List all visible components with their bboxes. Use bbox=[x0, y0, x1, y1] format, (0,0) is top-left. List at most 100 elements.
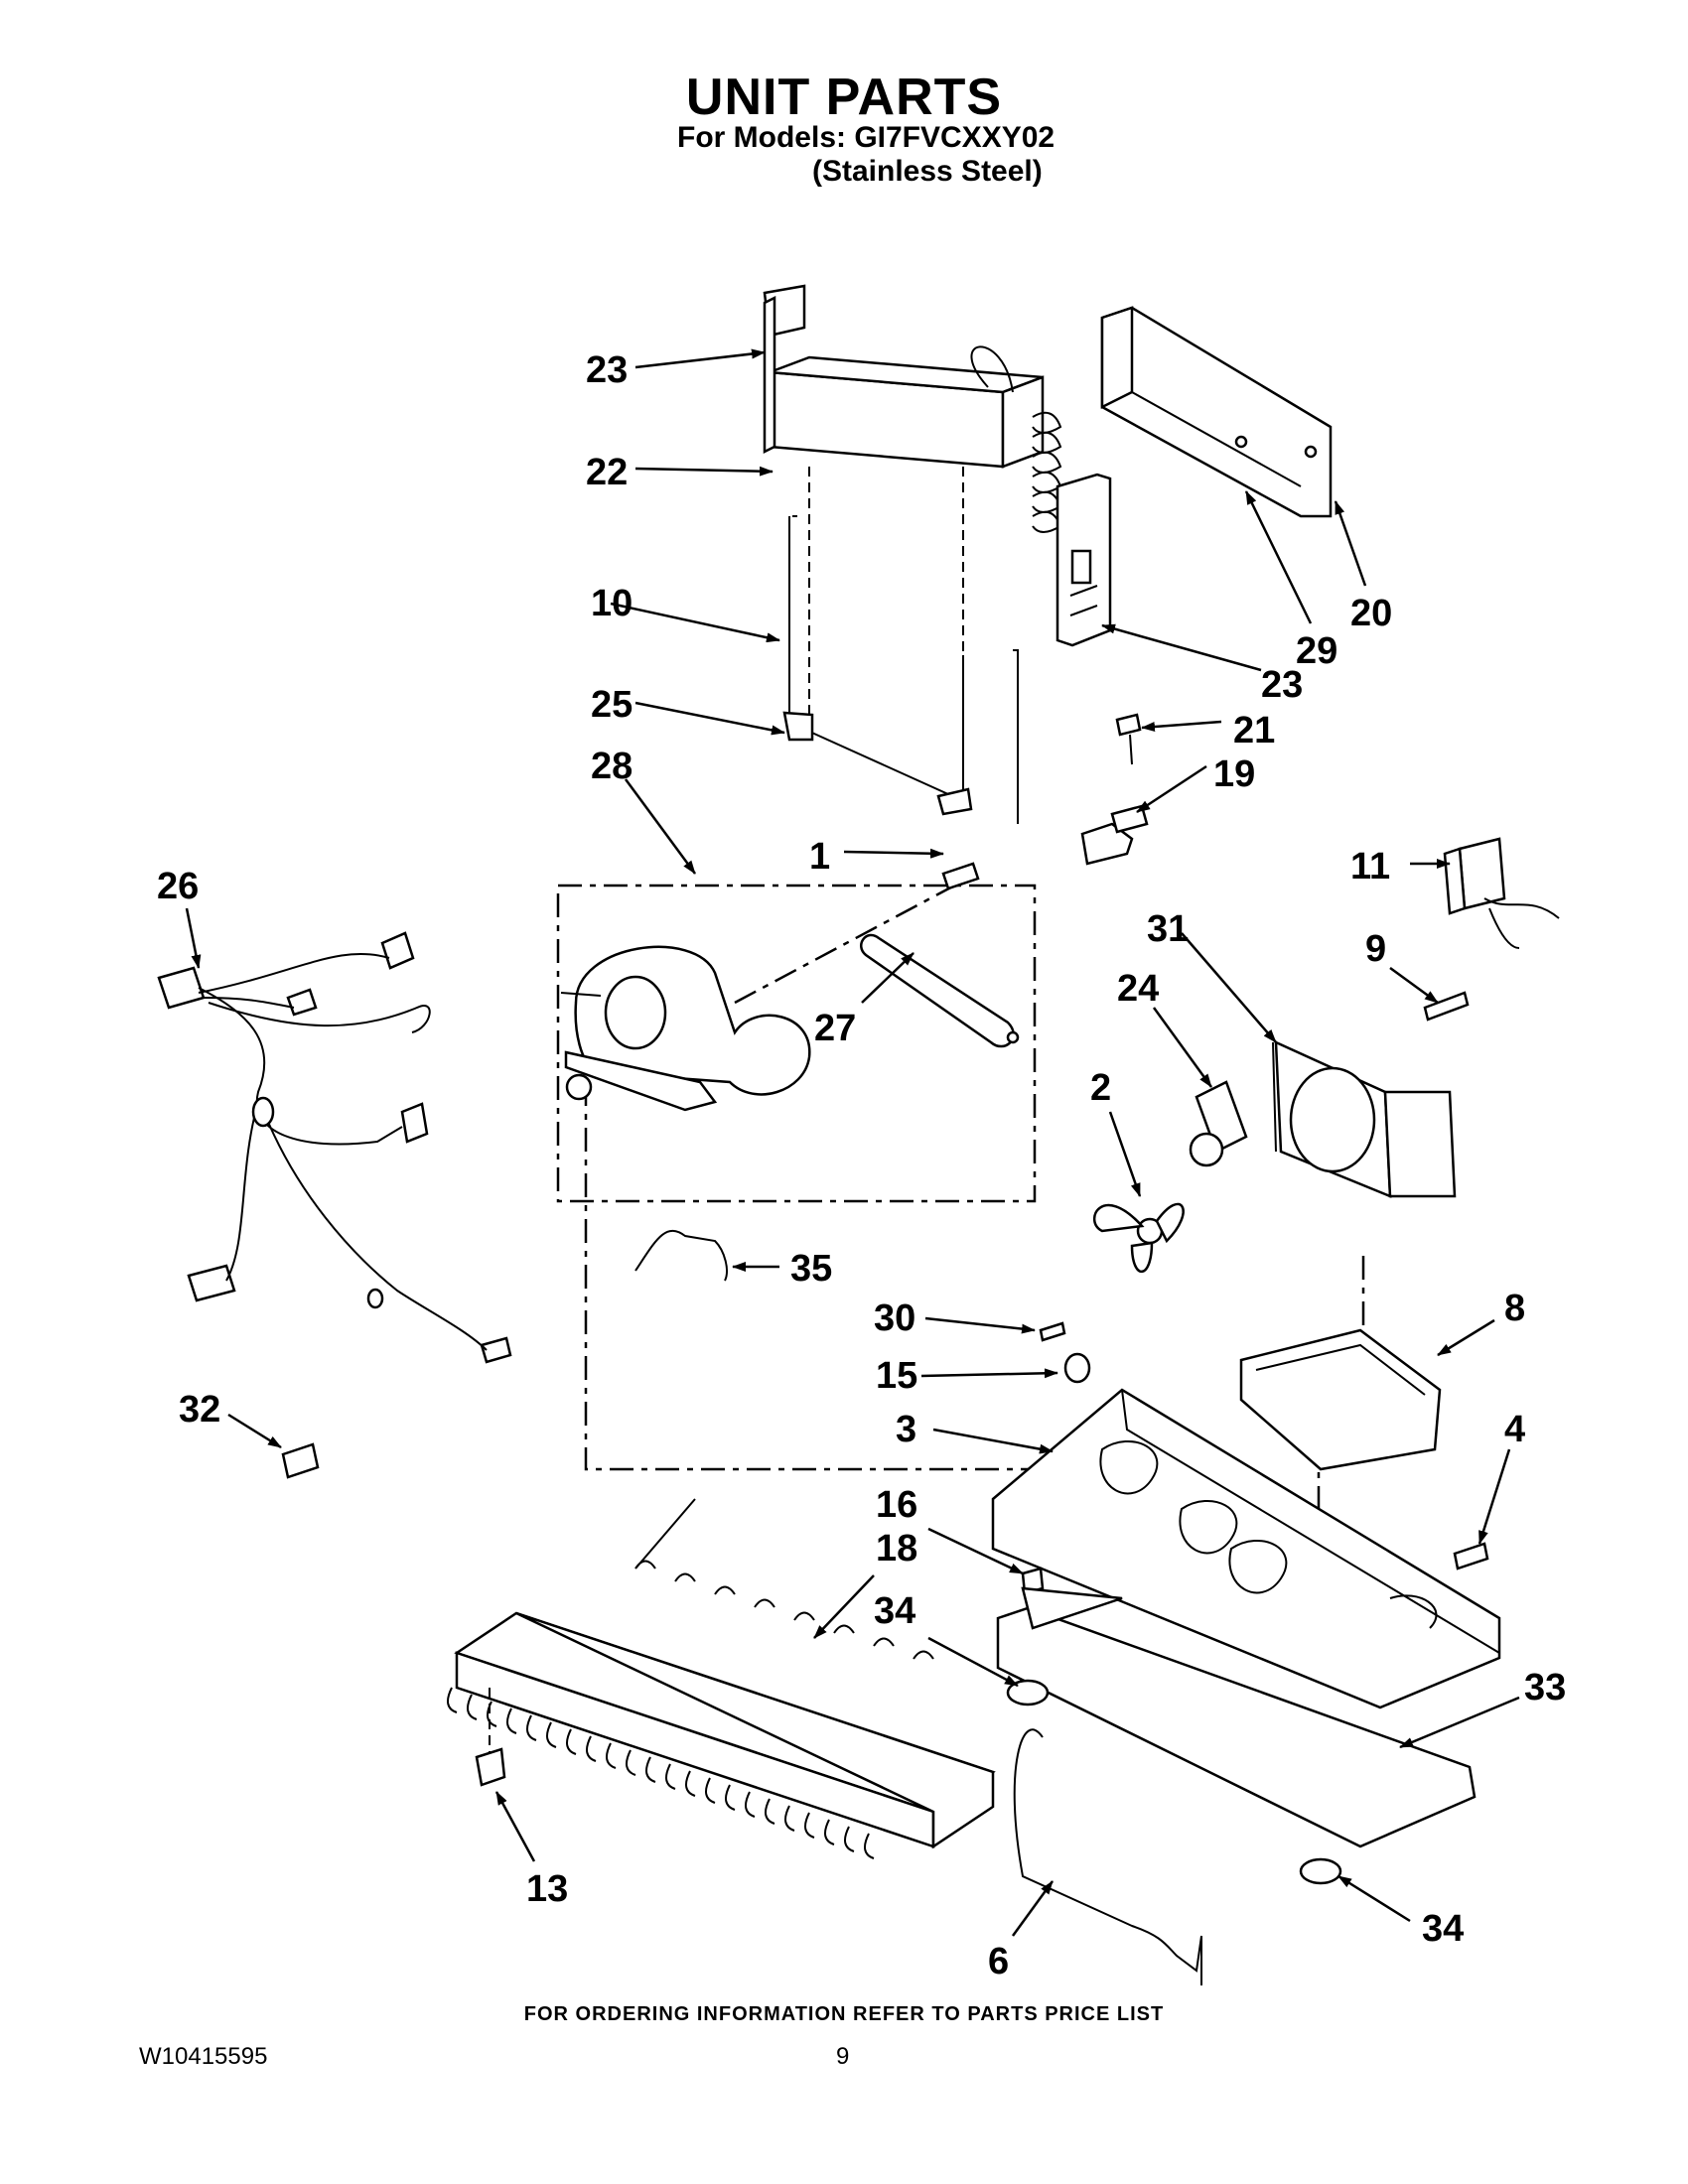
callout-15: 15 bbox=[876, 1355, 917, 1397]
compressor bbox=[560, 945, 811, 1112]
plug-32 bbox=[281, 1442, 320, 1479]
coil-clip bbox=[475, 1747, 506, 1787]
callout-32: 32 bbox=[179, 1389, 220, 1431]
callout-2: 2 bbox=[1090, 1067, 1111, 1109]
leader-15 bbox=[920, 1368, 1058, 1379]
leader-28 bbox=[624, 778, 697, 875]
wiring-harness bbox=[157, 931, 512, 1364]
leader-25 bbox=[634, 701, 785, 736]
leader-30 bbox=[924, 1316, 1036, 1334]
callout-8: 8 bbox=[1504, 1288, 1525, 1329]
page-number: 9 bbox=[836, 2043, 850, 2070]
screw-and-bracket bbox=[1080, 713, 1149, 866]
evaporator-bracket-right bbox=[1055, 473, 1112, 647]
evaporator-assembly bbox=[763, 284, 1062, 533]
fan-motor bbox=[1189, 1080, 1248, 1167]
callout-23-right: 23 bbox=[1261, 664, 1303, 706]
callout-18: 18 bbox=[876, 1528, 917, 1570]
callout-28: 28 bbox=[591, 746, 633, 787]
leader-22 bbox=[634, 466, 774, 477]
leader-13 bbox=[494, 1791, 536, 1862]
defrost-heater-assembly bbox=[782, 467, 1019, 824]
grommet bbox=[1039, 1321, 1066, 1342]
leader-34b bbox=[1337, 1874, 1411, 1923]
screw-1 bbox=[941, 862, 980, 890]
leader-33 bbox=[1399, 1696, 1520, 1749]
callout-6: 6 bbox=[988, 1941, 1009, 1982]
leader-1 bbox=[843, 848, 944, 859]
leader-3 bbox=[932, 1428, 1054, 1454]
discharge-tube bbox=[1013, 1728, 1202, 1985]
start-relay bbox=[1443, 837, 1560, 949]
screw-9 bbox=[1423, 991, 1470, 1022]
leader-4 bbox=[1477, 1448, 1511, 1545]
compressor-group-box bbox=[556, 884, 1037, 1203]
leader-6 bbox=[1011, 1880, 1055, 1937]
callout-34-left: 34 bbox=[874, 1590, 915, 1632]
leader-23a bbox=[634, 348, 766, 369]
wire-clip bbox=[634, 1230, 728, 1282]
compressor-base-plate bbox=[991, 1388, 1501, 1709]
screw-16 bbox=[1021, 1567, 1045, 1595]
callout-24: 24 bbox=[1117, 968, 1159, 1010]
model-variant: (Stainless Steel) bbox=[812, 155, 1043, 188]
callout-3: 3 bbox=[896, 1409, 916, 1450]
callout-26: 26 bbox=[157, 866, 199, 907]
model-line: For Models: GI7FVCXXY02 bbox=[677, 121, 1055, 154]
compressor-lead-line bbox=[734, 882, 959, 1005]
leader-29 bbox=[1244, 490, 1313, 624]
filter-dryer bbox=[860, 933, 1020, 1048]
callout-34-right: 34 bbox=[1422, 1908, 1464, 1950]
callout-23-top: 23 bbox=[586, 349, 628, 391]
callout-4: 4 bbox=[1504, 1409, 1525, 1450]
leader-27 bbox=[861, 952, 914, 1004]
callout-30: 30 bbox=[874, 1297, 915, 1339]
callout-27: 27 bbox=[814, 1008, 856, 1049]
leader-21 bbox=[1141, 720, 1222, 733]
callout-29: 29 bbox=[1296, 630, 1337, 672]
callout-22: 22 bbox=[586, 452, 628, 493]
leader-8 bbox=[1437, 1318, 1495, 1357]
condenser-coil bbox=[447, 1498, 996, 1859]
callout-11: 11 bbox=[1350, 846, 1390, 887]
callout-25: 25 bbox=[591, 684, 633, 726]
leader-20 bbox=[1334, 500, 1367, 587]
leader-10 bbox=[610, 602, 780, 643]
callout-1: 1 bbox=[809, 836, 830, 878]
leader-9 bbox=[1389, 966, 1439, 1005]
evaporator-cover bbox=[1100, 306, 1333, 518]
leader-31 bbox=[1181, 932, 1277, 1043]
fan-blade bbox=[1092, 1202, 1185, 1274]
insulation-pad bbox=[996, 1586, 1477, 1848]
leader-16 bbox=[927, 1527, 1024, 1575]
rubber-foot-left bbox=[1006, 1679, 1050, 1706]
fan-shroud bbox=[1272, 1040, 1457, 1198]
ordering-note: FOR ORDERING INFORMATION REFER TO PARTS … bbox=[523, 2003, 1165, 2025]
rubber-foot-right bbox=[1299, 1857, 1342, 1885]
fan-bracket bbox=[1239, 1328, 1442, 1471]
callout-19: 19 bbox=[1213, 753, 1255, 795]
page-title: UNIT PARTS bbox=[685, 68, 1003, 126]
leader-32 bbox=[227, 1413, 282, 1449]
callout-31: 31 bbox=[1147, 908, 1189, 950]
document-id: W10415595 bbox=[139, 2043, 268, 2070]
leader-23b bbox=[1101, 623, 1262, 672]
callout-20: 20 bbox=[1350, 593, 1392, 634]
callout-9: 9 bbox=[1365, 928, 1386, 970]
leader-26 bbox=[185, 907, 202, 969]
rubber-mount bbox=[1063, 1352, 1091, 1384]
callout-10: 10 bbox=[591, 583, 633, 624]
callout-35: 35 bbox=[790, 1248, 832, 1290]
leader-19 bbox=[1136, 764, 1207, 814]
callout-13: 13 bbox=[526, 1868, 568, 1910]
leader-34a bbox=[927, 1636, 1019, 1688]
compressor-connector-line bbox=[584, 1082, 1033, 1471]
leader-24 bbox=[1152, 1007, 1213, 1088]
callout-33: 33 bbox=[1524, 1667, 1566, 1708]
leader-2 bbox=[1108, 1111, 1142, 1197]
callout-21: 21 bbox=[1233, 710, 1275, 751]
callout-16: 16 bbox=[876, 1484, 917, 1526]
leader-18 bbox=[813, 1574, 875, 1639]
screw-4 bbox=[1453, 1542, 1489, 1570]
